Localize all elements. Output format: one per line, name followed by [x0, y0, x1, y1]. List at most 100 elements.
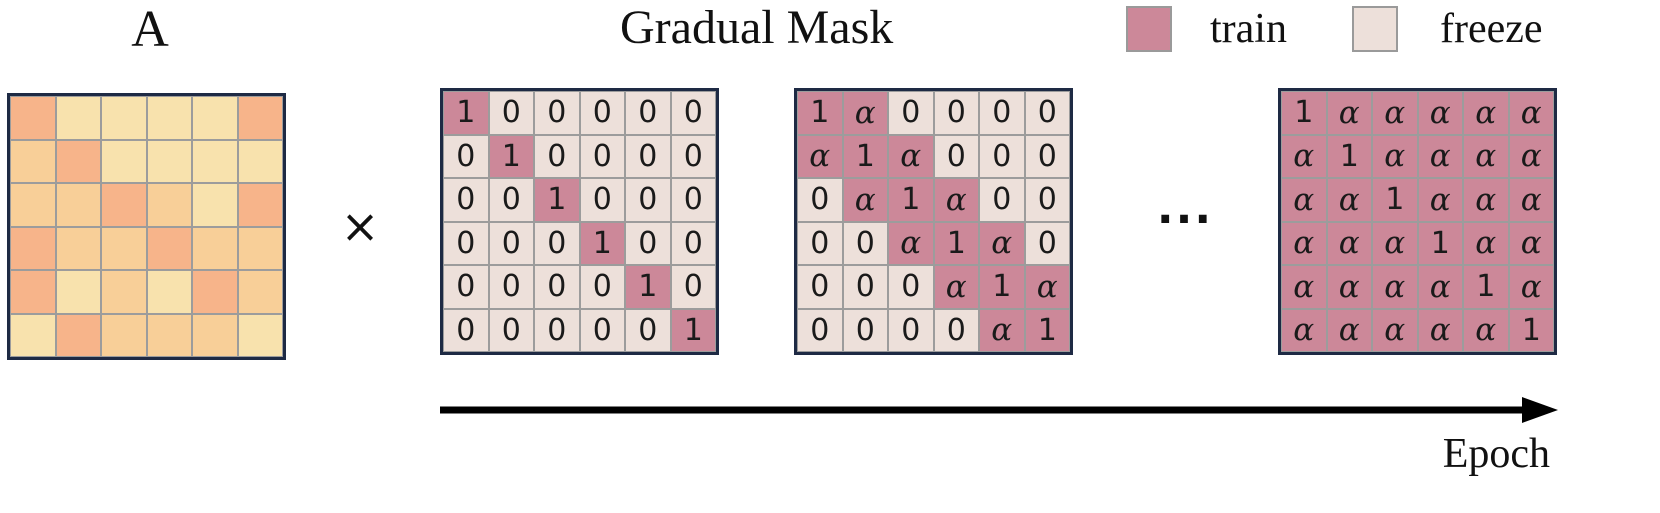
legend-train-label: train: [1210, 6, 1287, 52]
matrix-a-cell: [55, 183, 101, 227]
mask-cell: 0: [933, 134, 979, 178]
matrix-a-cell: [146, 96, 192, 140]
mask-cell: 1: [797, 91, 843, 135]
mask-cell: 0: [888, 265, 934, 309]
mask-cell: α: [1417, 265, 1463, 309]
mask-cell: 0: [443, 221, 489, 265]
mask-cell: 0: [443, 265, 489, 309]
mask-cell: 0: [842, 308, 888, 352]
mask-cell: 0: [888, 308, 934, 352]
matrix-a-cell: [101, 313, 147, 357]
mask-cell: 1: [1372, 178, 1418, 222]
mask-cell: 0: [534, 308, 580, 352]
mask-cell: 1: [1417, 221, 1463, 265]
mask-cell: α: [1326, 308, 1372, 352]
mask-cell: α: [1417, 308, 1463, 352]
mask-cell: 0: [888, 91, 934, 135]
matrix-a-cell: [101, 139, 147, 183]
mask-cell: 0: [625, 308, 671, 352]
mask-cell: α: [1326, 178, 1372, 222]
mask-cell: α: [979, 308, 1025, 352]
mask-cell: 0: [534, 134, 580, 178]
mask-cell: α: [1326, 265, 1372, 309]
matrix-a-cell: [237, 139, 283, 183]
mask-cell: α: [1024, 265, 1070, 309]
mask-cell: 1: [534, 178, 580, 222]
matrix-a-cell: [101, 183, 147, 227]
matrix-a-cell: [10, 96, 56, 140]
mask-cell: 1: [933, 221, 979, 265]
matrix-a-cell: [55, 270, 101, 314]
mask-cell: 0: [625, 221, 671, 265]
matrix-a-cell: [10, 183, 56, 227]
mask-cell: α: [1372, 134, 1418, 178]
mask-cell: 0: [579, 134, 625, 178]
mask-cell: 1: [979, 265, 1025, 309]
mask-cell: α: [1463, 134, 1509, 178]
matrix-a-cell: [101, 270, 147, 314]
mask-cell: 0: [534, 265, 580, 309]
mask-cell: 1: [1508, 308, 1554, 352]
mask-cell: 1: [625, 265, 671, 309]
matrix-a-cell: [192, 183, 238, 227]
mask-cell: α: [1326, 221, 1372, 265]
mask-cell: α: [842, 91, 888, 135]
mask-cell: 0: [579, 178, 625, 222]
ellipsis: ···: [1156, 194, 1214, 245]
mask-cell: α: [1372, 221, 1418, 265]
mask-cell: α: [1372, 265, 1418, 309]
mask-cell: 0: [797, 178, 843, 222]
mask-cell: α: [1508, 178, 1554, 222]
mask-cell: 0: [797, 308, 843, 352]
mask-cell: 0: [625, 91, 671, 135]
matrix-a-cell: [10, 226, 56, 270]
mask-cell: α: [842, 178, 888, 222]
matrix-a-cell: [146, 270, 192, 314]
legend-freeze-swatch: [1352, 6, 1398, 52]
mask-cell: 0: [933, 308, 979, 352]
mask-cell: 1: [579, 221, 625, 265]
mask-cell: α: [888, 221, 934, 265]
matrix-a-cell: [237, 183, 283, 227]
legend-freeze-label: freeze: [1440, 6, 1543, 52]
mask-cell: α: [1372, 91, 1418, 135]
mask-cell: 0: [443, 308, 489, 352]
matrix-a-cell: [101, 226, 147, 270]
mask-cell: α: [1417, 178, 1463, 222]
mask-cell: 0: [933, 91, 979, 135]
mask-cell: α: [1508, 91, 1554, 135]
matrix-a-cell: [10, 270, 56, 314]
matrix-a-cell: [55, 226, 101, 270]
mask-cell: α: [1281, 265, 1327, 309]
matrix-a-cell: [237, 226, 283, 270]
epoch-label: Epoch: [1442, 431, 1550, 477]
matrix-a-cell: [237, 96, 283, 140]
mask-cell: 0: [797, 221, 843, 265]
mask-cell: 0: [488, 308, 534, 352]
mask-cell: α: [933, 265, 979, 309]
matrix-a-cell: [146, 139, 192, 183]
mask-cell: 0: [670, 178, 716, 222]
mask-cell: 0: [534, 221, 580, 265]
mask-cell: α: [933, 178, 979, 222]
mask-cell: α: [1326, 91, 1372, 135]
matrix-a-cell: [55, 313, 101, 357]
mask-cell: 0: [979, 91, 1025, 135]
mask-cell: 0: [488, 178, 534, 222]
matrix-a-cell: [192, 96, 238, 140]
mask-cell: 0: [579, 91, 625, 135]
mask-cell: 1: [1463, 265, 1509, 309]
matrix-a-cell: [55, 96, 101, 140]
mask-cell: 0: [1024, 91, 1070, 135]
matrix-a-cell: [146, 183, 192, 227]
matrix-a-cell: [146, 313, 192, 357]
mask-cell: 0: [979, 178, 1025, 222]
mask-cell: α: [1417, 134, 1463, 178]
mask-cell: α: [1508, 265, 1554, 309]
mask-cell: α: [1463, 221, 1509, 265]
mask-cell: 0: [625, 134, 671, 178]
mask-cell: α: [797, 134, 843, 178]
